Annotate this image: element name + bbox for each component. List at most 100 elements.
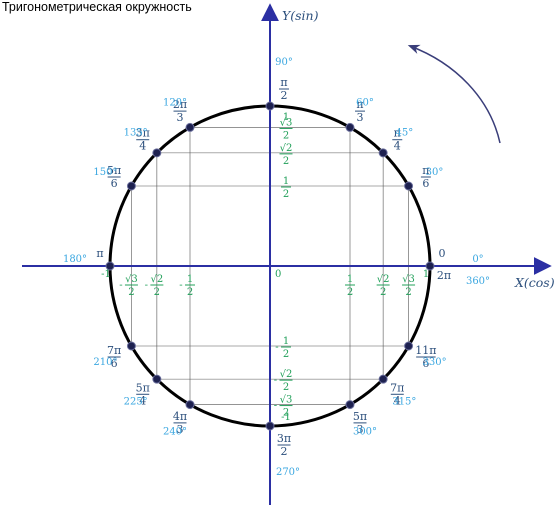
degree-label: 225° — [124, 396, 148, 407]
degree-label: 60° — [356, 97, 374, 108]
counterclockwise-arrow-icon — [407, 44, 501, 144]
radian-label-numerator: π — [280, 76, 287, 89]
sin-value-label-denominator: 2 — [283, 130, 289, 141]
degree-label: 120° — [163, 97, 187, 108]
point-marker-icon — [345, 122, 355, 132]
sin-value-label-sign: - — [274, 401, 277, 412]
degree-label: 315° — [392, 396, 416, 407]
cos-value-label: -12 — [179, 274, 195, 298]
radian-label-denominator: 2 — [281, 89, 288, 102]
cos-value-label-denominator: 2 — [380, 287, 386, 298]
point-marker-icon — [345, 400, 355, 410]
radian-label: π4 — [392, 127, 403, 153]
radian-label-numerator: 2π — [173, 98, 187, 111]
cos-value-label: 1 — [423, 269, 429, 280]
radian-label-denominator: 6 — [422, 177, 429, 190]
radian-label-denominator: 4 — [139, 394, 146, 407]
axis-values: 12√22√321-12-√22-√32-112√22√321-12-√22-√… — [101, 112, 429, 423]
radian-label-numerator: π — [422, 164, 429, 177]
point-marker-icon — [378, 148, 388, 158]
cos-value-label-numerator: 1 — [187, 274, 193, 285]
sin-value-label: -√22 — [274, 369, 293, 393]
degree-label: 45° — [395, 128, 413, 139]
sin-value-label: 1 — [283, 112, 289, 123]
radian-label-denominator: 4 — [394, 140, 401, 153]
origin-label: 0 — [275, 269, 281, 280]
radian-label-denominator: 6 — [422, 357, 429, 370]
radian-label: 5π3 — [353, 410, 367, 436]
cos-value-label-sign: - — [145, 280, 148, 291]
radian-label-numerator: π — [394, 127, 401, 140]
point-marker-icon — [404, 341, 414, 351]
point-marker-icon — [126, 181, 136, 191]
radian-label-denominator: 3 — [357, 423, 364, 436]
radian-label-numerator: π — [356, 98, 363, 111]
point-marker-icon — [152, 148, 162, 158]
point-marker-icon — [185, 400, 195, 410]
cos-value-label-sign: - — [179, 280, 182, 291]
radian-label-numerator: 4π — [173, 410, 187, 423]
degree-label: 210° — [93, 357, 117, 368]
cos-value-label-text: 1 — [423, 269, 429, 280]
sin-value-label-numerator: √2 — [280, 143, 293, 154]
radian-label-numerator: 3π — [277, 432, 291, 445]
point-marker-icon — [126, 341, 136, 351]
radian-label: 2π — [437, 269, 451, 282]
sin-value-label: -12 — [275, 336, 291, 360]
cos-value-label-denominator: 2 — [128, 287, 134, 298]
radian-label: 3π2 — [277, 432, 291, 458]
y-axis-label: Y(sin) — [282, 8, 319, 23]
sin-value-label: 12 — [281, 176, 291, 200]
point-marker-icon — [185, 122, 195, 132]
radian-label-denominator: 4 — [394, 394, 401, 407]
radian-label: π2 — [279, 76, 289, 102]
cos-value-label-denominator: 2 — [347, 287, 353, 298]
sin-value-label-numerator: √3 — [280, 395, 293, 406]
radian-label-text: 0 — [439, 247, 446, 260]
degree-label: 300° — [353, 427, 377, 438]
cos-value-label-sign: - — [119, 280, 122, 291]
cos-value-label-numerator: √2 — [377, 274, 390, 285]
cos-value-label-numerator: 1 — [347, 274, 353, 285]
sin-value-label-sign: - — [275, 342, 278, 353]
cos-value-label: √22 — [376, 274, 390, 298]
radian-label-denominator: 2 — [281, 445, 288, 458]
cos-value-label-numerator: √2 — [150, 274, 163, 285]
radian-label: 2π3 — [173, 98, 187, 124]
cos-value-label: -√32 — [119, 274, 138, 298]
point-marker-icon — [265, 101, 275, 111]
radian-label-text: π — [96, 247, 103, 260]
degree-label: 360° — [466, 276, 490, 287]
cos-value-label-denominator: 2 — [405, 287, 411, 298]
sin-value-label-sign: - — [274, 375, 277, 386]
radian-label-numerator: 5π — [107, 164, 121, 177]
radian-label-denominator: 3 — [177, 111, 184, 124]
radian-label-denominator: 4 — [139, 140, 146, 153]
sin-value-label-denominator: 2 — [283, 408, 289, 419]
cos-value-label: -√22 — [145, 274, 164, 298]
angle-points — [105, 101, 435, 431]
degree-label: 150° — [93, 167, 117, 178]
radian-label: 0 — [439, 247, 446, 260]
degree-label: 135° — [124, 128, 148, 139]
degree-label: 90° — [275, 57, 293, 68]
point-marker-icon — [425, 261, 435, 271]
radian-label: 5π4 — [136, 381, 150, 407]
radian-label-denominator: 3 — [357, 111, 364, 124]
sin-value-label: -√3 2 — [274, 395, 293, 419]
degree-label: 270° — [276, 467, 300, 478]
sin-value-label-denominator: 2 — [283, 189, 289, 200]
radian-label: 7π4 — [390, 381, 404, 407]
diagram-title: Тригонометрическая окружность — [2, 0, 192, 14]
radian-label: 3π4 — [136, 127, 150, 153]
degree-label: 330° — [422, 357, 446, 368]
sin-value-label-numerator: √3 — [280, 117, 293, 128]
radian-label: 5π6 — [107, 164, 121, 190]
cos-value-label-numerator: √3 — [402, 274, 415, 285]
sin-value-label-numerator: 1 — [283, 336, 289, 347]
degree-label: 30° — [426, 167, 444, 178]
sin-value-label-numerator: √2 — [280, 369, 293, 380]
sin-value-label-text: -1 — [281, 412, 291, 423]
